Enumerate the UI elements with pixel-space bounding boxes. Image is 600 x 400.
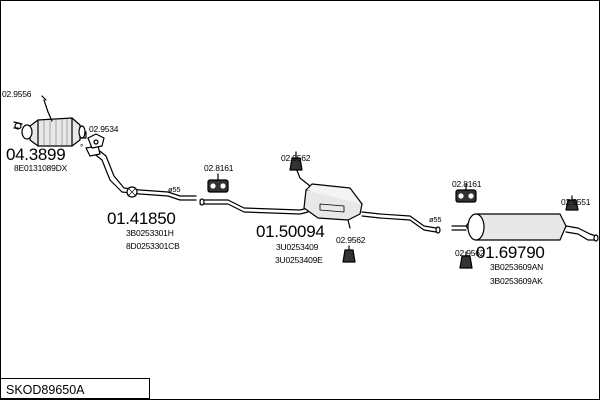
part-number-4: 01.69790	[476, 243, 545, 262]
fitting-label-f2: 02.9534	[89, 124, 119, 134]
part-number-2: 01.41850	[107, 209, 176, 228]
fitting-label-f3: 02.8161	[204, 163, 234, 173]
fitting-label-f6: 02.8161	[452, 179, 482, 189]
center-muffler-drawing	[293, 163, 363, 229]
hanger-f8-drawing	[459, 251, 473, 269]
hanger-f2-drawing	[87, 133, 105, 149]
hanger-f4-drawing	[289, 151, 303, 171]
oe-code: 3U0253409	[276, 242, 319, 252]
oe-code: 3B0253609AN	[490, 262, 544, 272]
oe-code: 8E0131089DX	[14, 163, 68, 173]
oe-code: 3B0253301H	[126, 228, 174, 238]
fitting-label-f1: 02.9556	[2, 89, 32, 99]
front-pipe-drawing	[85, 145, 197, 201]
part-number-3: 01.50094	[256, 222, 325, 241]
part-number-1: 04.3899	[6, 145, 66, 164]
kit-code-box: SKOD89650A	[0, 378, 150, 399]
oe-code: 8D0253301CB	[126, 241, 180, 251]
oe-code: 3B0253609AK	[490, 276, 543, 286]
fitting-label-f4: 02.9562	[281, 153, 311, 163]
oe-code: 3U0253409E	[275, 255, 323, 265]
hanger-f7-drawing	[565, 195, 579, 211]
hanger-f5-drawing	[342, 245, 356, 263]
fitting-label-f5: 02.9562	[336, 235, 366, 245]
catalytic-converter-drawing	[13, 95, 87, 147]
hanger-f6-drawing	[455, 183, 477, 203]
middle-pipe-drawing	[199, 198, 309, 215]
pipe-diameter-label: ø55	[429, 215, 442, 224]
hanger-f3-drawing	[207, 173, 229, 193]
kit-code: SKOD89650A	[6, 383, 85, 397]
degree-mark: °	[80, 142, 84, 152]
rear-muffler-drawing	[451, 213, 599, 242]
pipe-diameter-label: ø55	[168, 185, 181, 194]
fitting-label-f7: 02.9551	[561, 197, 591, 207]
fitting-label-f8: 02.9562	[455, 248, 485, 258]
rear-pipe-drawing	[361, 211, 441, 234]
